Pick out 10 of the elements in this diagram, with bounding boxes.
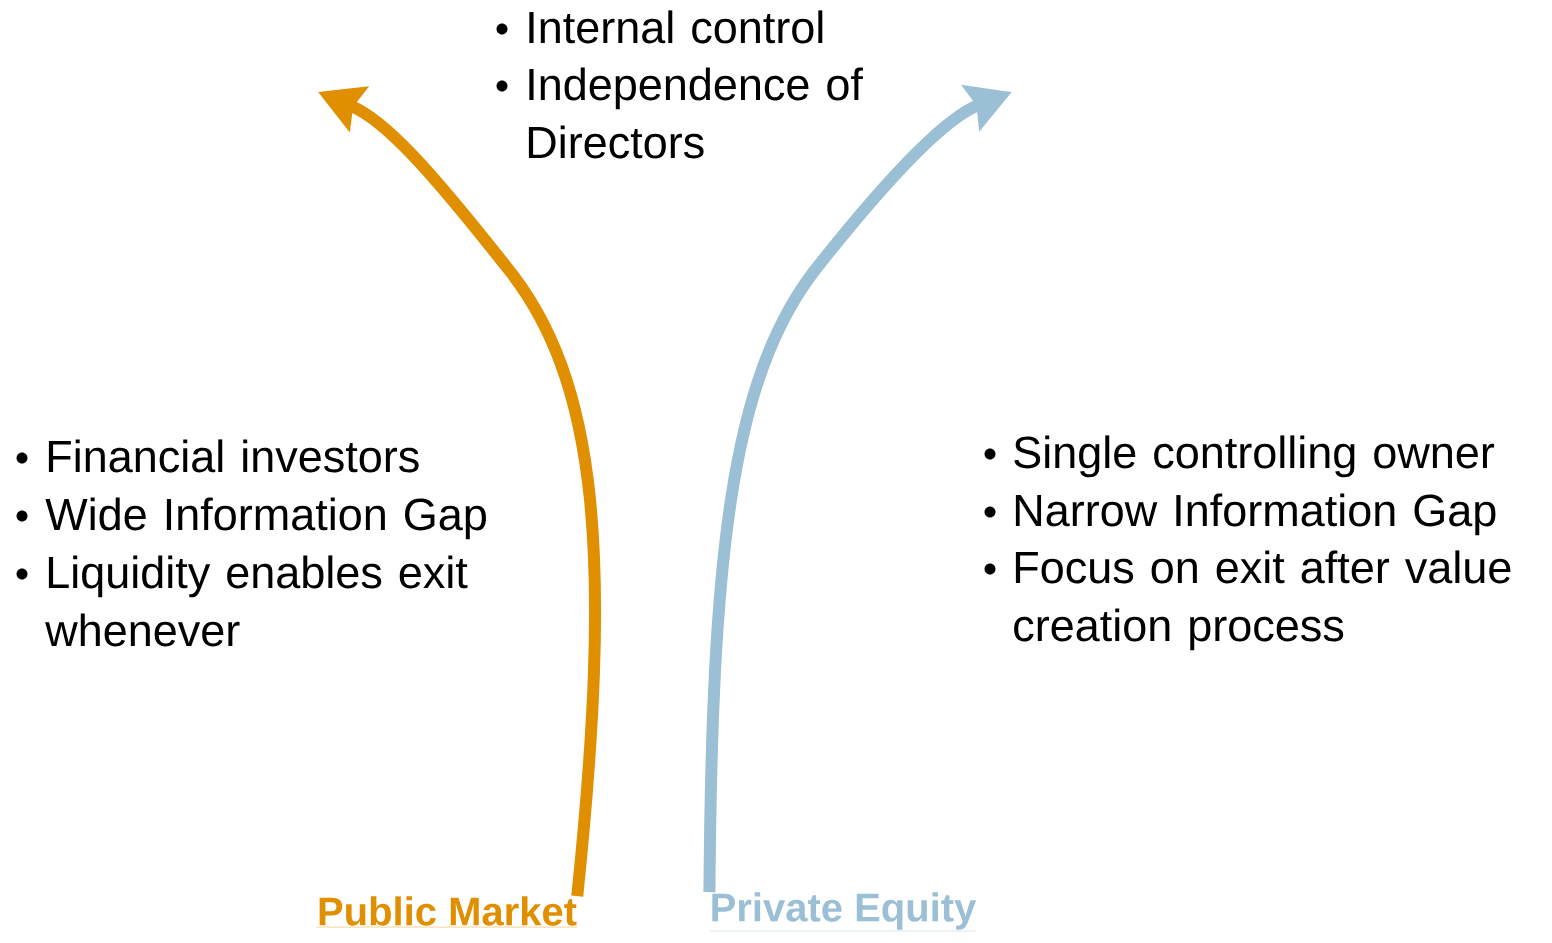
bullet-text: Narrow Information Gap bbox=[1015, 493, 1496, 536]
bullet-text: Wide Information Gap bbox=[45, 497, 486, 540]
bullet-text: Internal control bbox=[529, 10, 823, 44]
bullet-text: Independence of Directors bbox=[528, 67, 863, 159]
bullet-text: Liquidity enables exit whenever bbox=[45, 555, 468, 647]
bullet-text: Single controlling owner bbox=[1014, 435, 1495, 478]
category-label: Private Equity bbox=[709, 892, 977, 932]
bullet-text: Financial investors bbox=[48, 439, 419, 473]
bullet-text: Focus on exit after value creation process bbox=[1014, 550, 1511, 651]
category-label: Public Market bbox=[316, 896, 578, 928]
